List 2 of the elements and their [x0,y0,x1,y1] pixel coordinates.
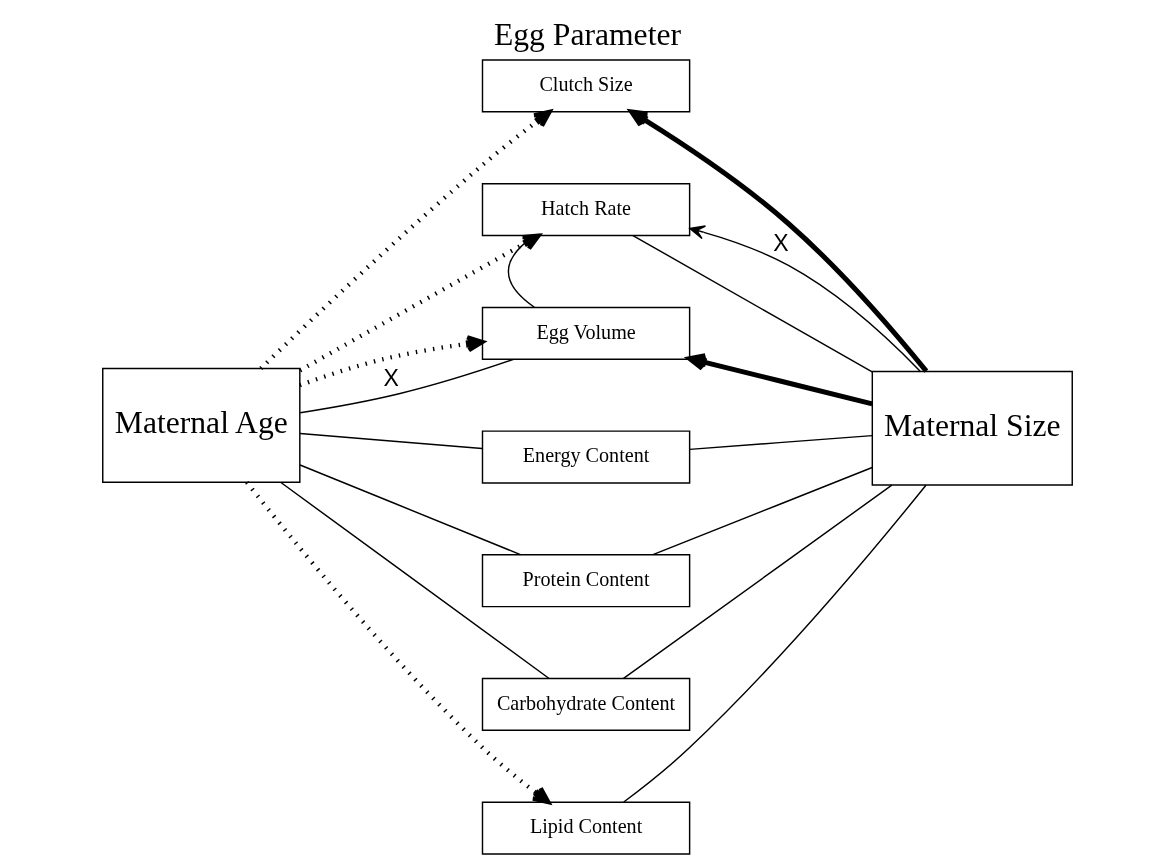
edge-label: X [382,365,399,392]
diagram-title: Egg Parameter [493,17,681,53]
